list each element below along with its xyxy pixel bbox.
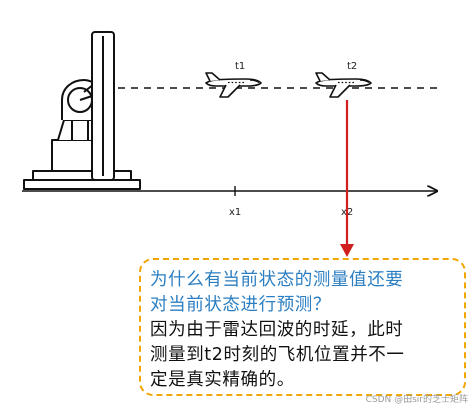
time-label-t2: t2 [347, 61, 357, 72]
answer-line-3: 定是真实精确的。 [150, 370, 295, 390]
arrow-icon [340, 100, 354, 257]
answer-line-2: 测量到t2时刻的飞机位置并不一 [150, 345, 405, 365]
tick-label-x1: x1 [229, 207, 241, 218]
explanation-callout: 为什么有当前状态的测量值还要 对当前状态进行预测？ 因为由于雷达回波的时延，此时… [139, 258, 466, 396]
question-line-1: 为什么有当前状态的测量值还要 [150, 270, 404, 290]
time-label-t1: t1 [235, 61, 245, 72]
watermark: CSDN @田sir的芝士矩阵 [365, 395, 468, 405]
radar-icon [23, 31, 141, 190]
question-line-2: 对当前状态进行预测？ [150, 295, 331, 315]
airplane-icon [205, 72, 262, 98]
airplane-icon [315, 72, 372, 98]
answer-line-1: 因为由于雷达回波的时延，此时 [150, 320, 404, 340]
